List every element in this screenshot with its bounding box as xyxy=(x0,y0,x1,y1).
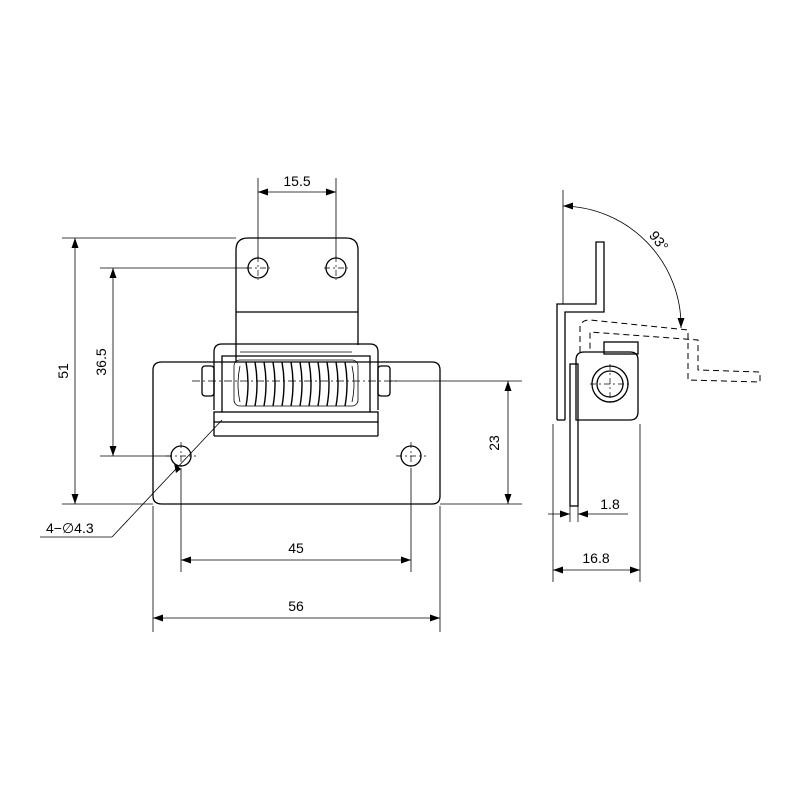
dim-hole-callout: 4−∅4.3 xyxy=(46,520,94,536)
front-dimensions: 15.5 51 36.5 23 4−∅4.3 45 xyxy=(40,173,522,632)
upper-right-hole xyxy=(324,256,348,280)
dim-bottom-hole-spacing: 45 xyxy=(288,540,304,556)
dim-top-hole-spacing: 15.5 xyxy=(283,173,310,189)
dim-bottom-hole-height: 23 xyxy=(486,435,502,451)
base-plate-outline xyxy=(152,361,441,505)
dim-total-width: 56 xyxy=(288,598,304,614)
dim-rotation-angle: 93° xyxy=(646,228,672,255)
side-knuckle-cap xyxy=(603,341,639,355)
upper-leaf-outline xyxy=(235,237,359,312)
front-view xyxy=(152,237,441,505)
dim-total-height: 51 xyxy=(55,363,71,379)
side-rotated-leaf xyxy=(579,319,761,383)
knuckle-bottom-band xyxy=(213,411,379,423)
upper-left-hole xyxy=(246,256,270,280)
dim-side-depth: 16.8 xyxy=(582,550,609,566)
knuckle-inner xyxy=(221,355,371,412)
dim-material-thickness: 1.8 xyxy=(600,496,620,512)
side-base-plate xyxy=(569,363,579,507)
side-upper-leaf xyxy=(556,241,605,420)
angle-arc xyxy=(562,205,682,329)
side-view: 93° 1.8 16.8 xyxy=(548,190,761,582)
lower-left-hole xyxy=(166,442,196,470)
lower-right-hole xyxy=(396,442,426,470)
torsion-spring xyxy=(233,359,359,407)
side-knuckle xyxy=(575,351,639,421)
dim-hole-vertical-spacing: 36.5 xyxy=(93,348,109,375)
knuckle-housing xyxy=(213,343,379,410)
